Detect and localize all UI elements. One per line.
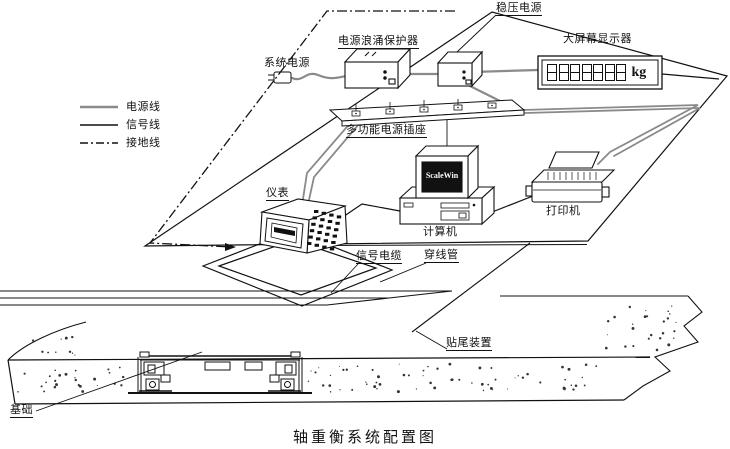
display-digit (570, 64, 580, 81)
system-power-plug (268, 71, 292, 84)
cable-strips (0, 290, 688, 306)
scale-pit-cross-section (128, 351, 312, 394)
load-cell-right (268, 361, 301, 392)
display-digit (616, 64, 626, 81)
tail-device-line (411, 242, 531, 333)
display-digit (558, 64, 569, 81)
indicator-display-window (274, 227, 295, 236)
big-display-label: 大屏幕显示器 (563, 32, 632, 45)
regulator-label: 稳压电源 (496, 1, 542, 16)
legend-label-ground: 接地线 (126, 136, 161, 149)
power-wires (290, 68, 701, 201)
ground-wire (148, 10, 455, 251)
display-digit (593, 64, 603, 81)
conduit-label: 穿线管 (424, 248, 459, 263)
display-unit: kg (631, 64, 647, 80)
display-digit (604, 64, 615, 81)
display-digit (581, 64, 592, 81)
printer-label: 打印机 (546, 204, 581, 217)
concrete-slab (7, 295, 703, 405)
surge-protector-label: 电源浪涌保护器 (338, 34, 419, 49)
printer (525, 151, 616, 203)
legend-label-signal: 信号线 (126, 118, 161, 131)
legend-samples (80, 105, 118, 144)
computer-screen (421, 161, 463, 193)
concrete-speckle-texture (17, 305, 677, 394)
diagram-title: 轴重衡系统配置图 (292, 428, 438, 446)
power-strip (328, 99, 526, 127)
indicator-keypad (307, 210, 342, 251)
foundation-label: 基础 (10, 403, 33, 418)
ground-wire-arrow (225, 243, 236, 251)
surge-protector-box (343, 47, 412, 90)
leader-lines (35, 14, 497, 412)
power-socket-label: 多功能电源插座 (346, 123, 427, 138)
voltage-regulator-box (436, 50, 484, 88)
system-power-label: 系统电源 (264, 56, 310, 69)
indicator-label: 仪表 (266, 186, 289, 201)
big-display-readout: kg (547, 62, 646, 83)
signal-cable-label: 信号电缆 (356, 249, 402, 264)
computer-screen-text: ScaleWin (425, 171, 459, 180)
tail-device-label: 贴尾装置 (446, 336, 492, 351)
computer-label: 计算机 (423, 225, 458, 238)
display-digit (547, 64, 557, 81)
load-cell-left (139, 361, 172, 392)
computer (398, 144, 496, 226)
legend-label-power: 电源线 (126, 100, 161, 113)
weighing-indicator-device (259, 198, 348, 254)
